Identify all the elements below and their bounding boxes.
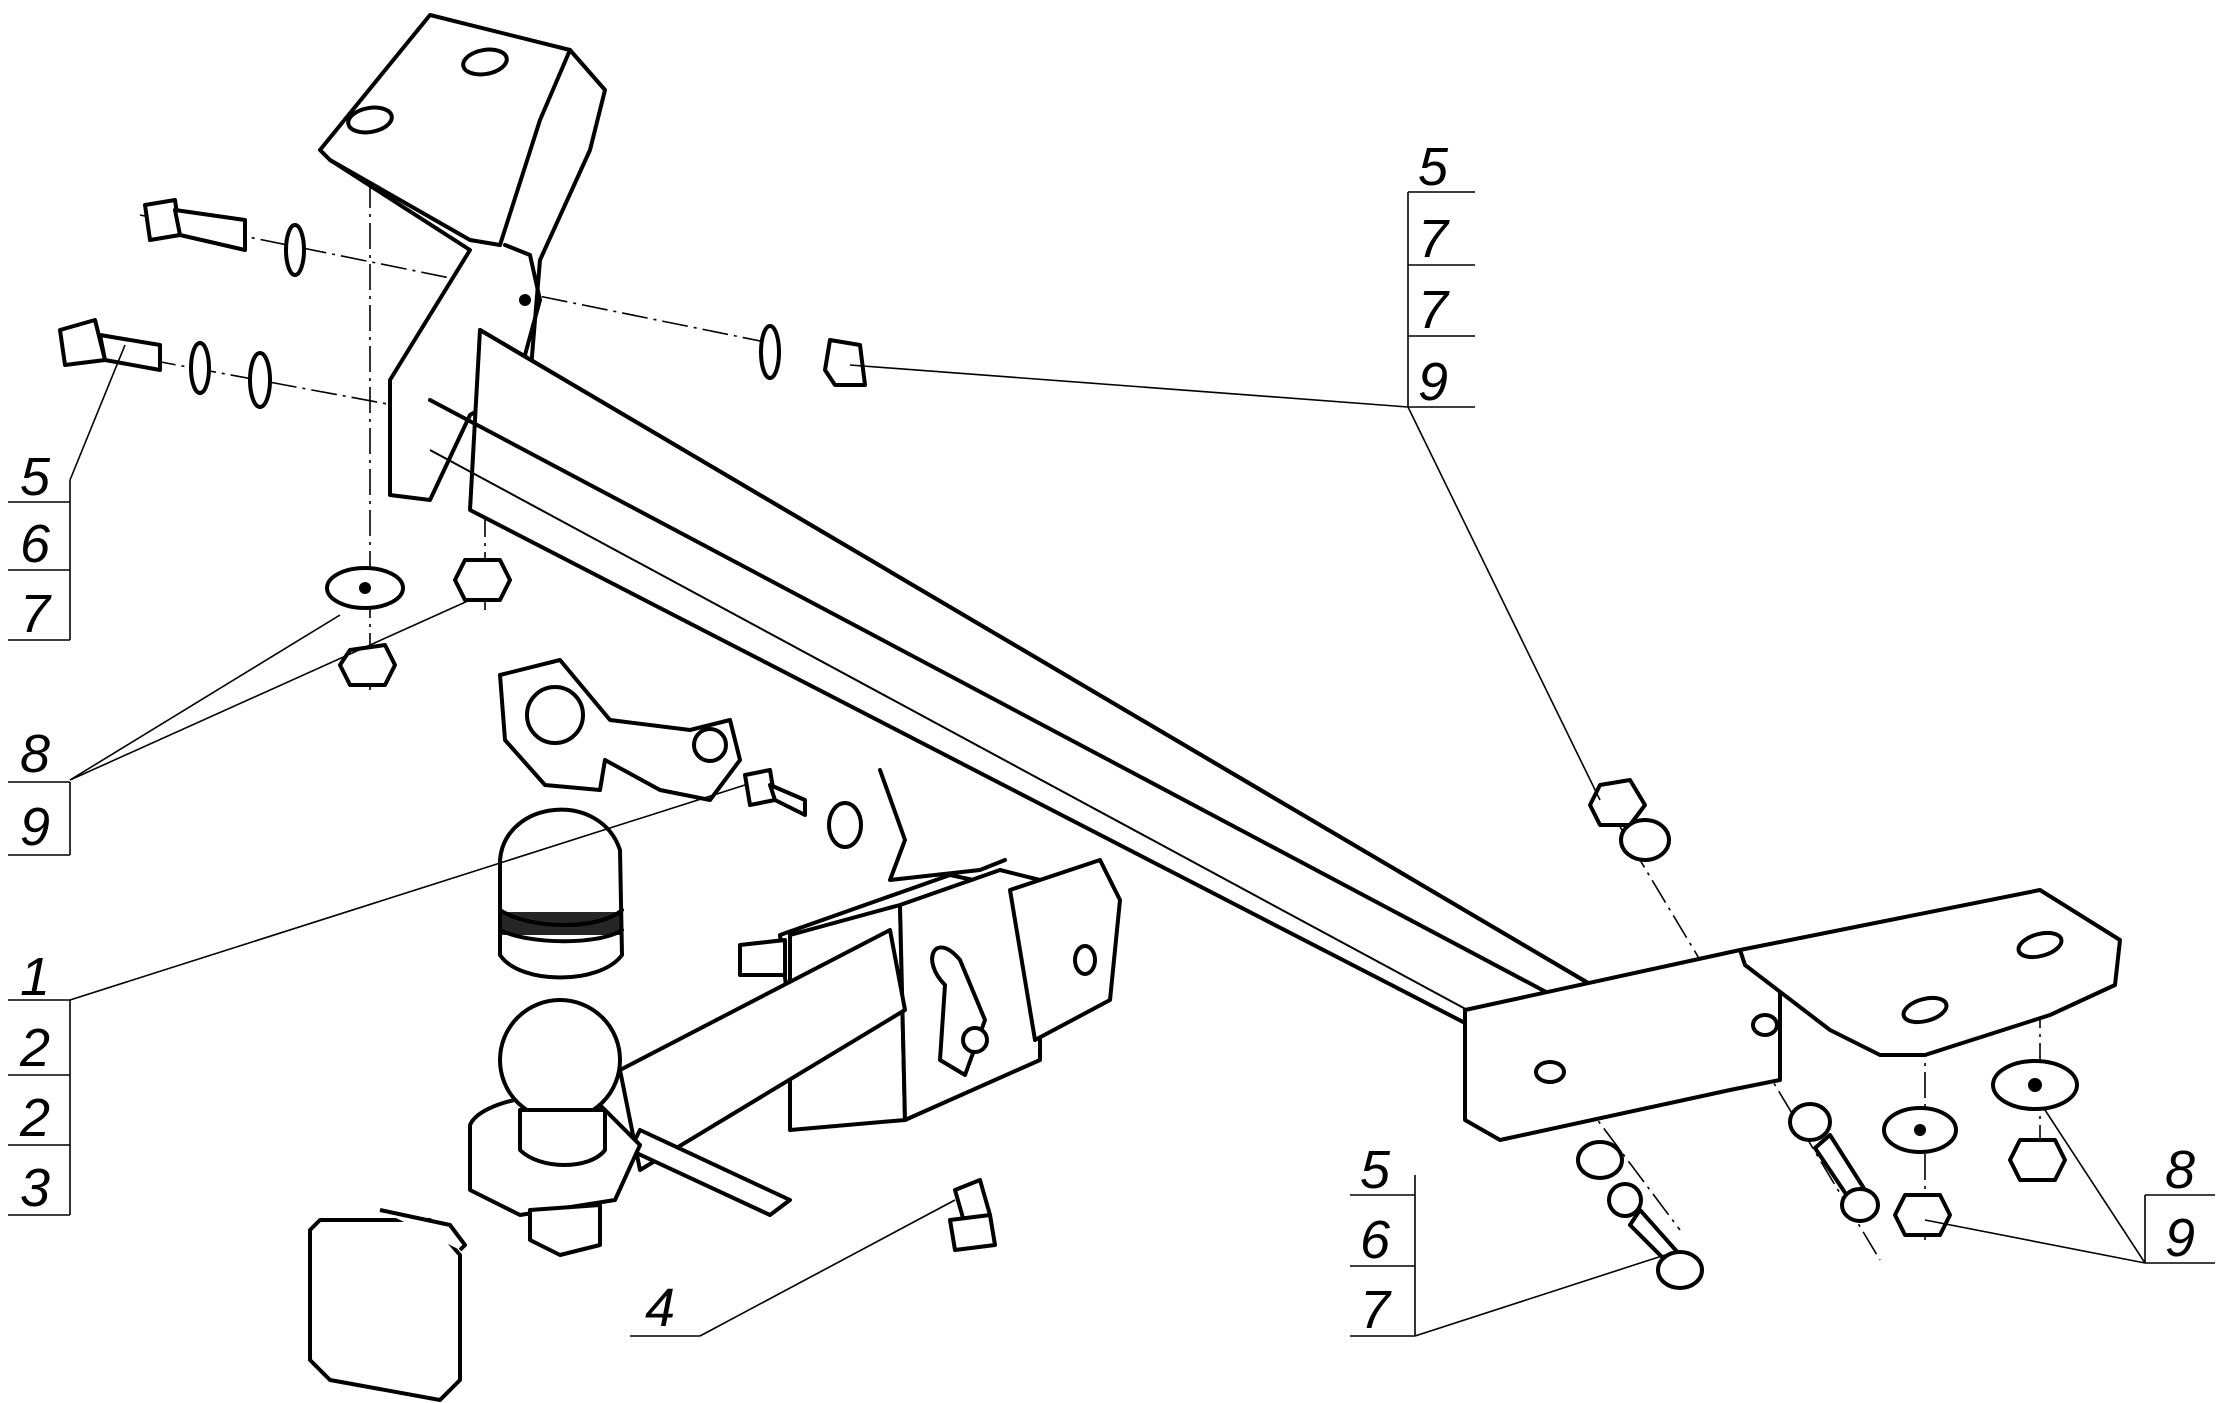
leader-lines — [69, 344, 2146, 1337]
hitch-cover-plug — [308, 1208, 467, 1402]
socket-plate — [498, 658, 742, 802]
callout-label: 8 — [20, 724, 50, 784]
upper-left-fasteners — [58, 198, 997, 1252]
callout-label: 5 — [20, 447, 51, 507]
callout-label: 2 — [19, 1088, 50, 1148]
right-mounting-bracket — [1463, 888, 2122, 1142]
callout-label: 5 — [1360, 1140, 1391, 1200]
callout-label: 7 — [1418, 209, 1450, 269]
callout-bottom-center: 4 — [630, 1278, 700, 1338]
callout-label: 1 — [20, 947, 50, 1007]
callout-label: 9 — [2165, 1208, 2195, 1268]
callout-label: 7 — [1360, 1280, 1392, 1340]
callout-label: 2 — [19, 1018, 50, 1078]
callout-left-lower: 1 2 2 3 — [8, 947, 71, 1218]
right-fasteners — [1576, 778, 2079, 1290]
callout-label: 9 — [1418, 352, 1448, 412]
left-mounting-bracket — [318, 13, 607, 502]
callout-bottom-right: 5 6 7 — [1350, 1140, 1416, 1340]
callout-label: 9 — [20, 797, 50, 857]
tow-ball — [498, 998, 622, 1167]
callout-label: 6 — [1360, 1210, 1391, 1270]
callout-label: 4 — [645, 1278, 675, 1338]
callout-label: 3 — [20, 1158, 50, 1218]
callout-label: 8 — [2165, 1140, 2195, 1200]
callout-label: 5 — [1418, 137, 1449, 197]
callout-label: 6 — [20, 514, 51, 574]
callout-label: 7 — [20, 584, 52, 644]
callout-upper-right: 5 7 7 9 — [1407, 137, 1475, 412]
callout-left-mid: 8 9 — [8, 724, 71, 857]
callout-label: 7 — [1418, 280, 1450, 340]
callout-upper-left: 5 6 7 — [8, 447, 71, 644]
ball-cover — [498, 807, 624, 980]
main-crossbar — [428, 328, 1602, 1092]
callout-right-lower: 8 9 — [2144, 1140, 2215, 1268]
